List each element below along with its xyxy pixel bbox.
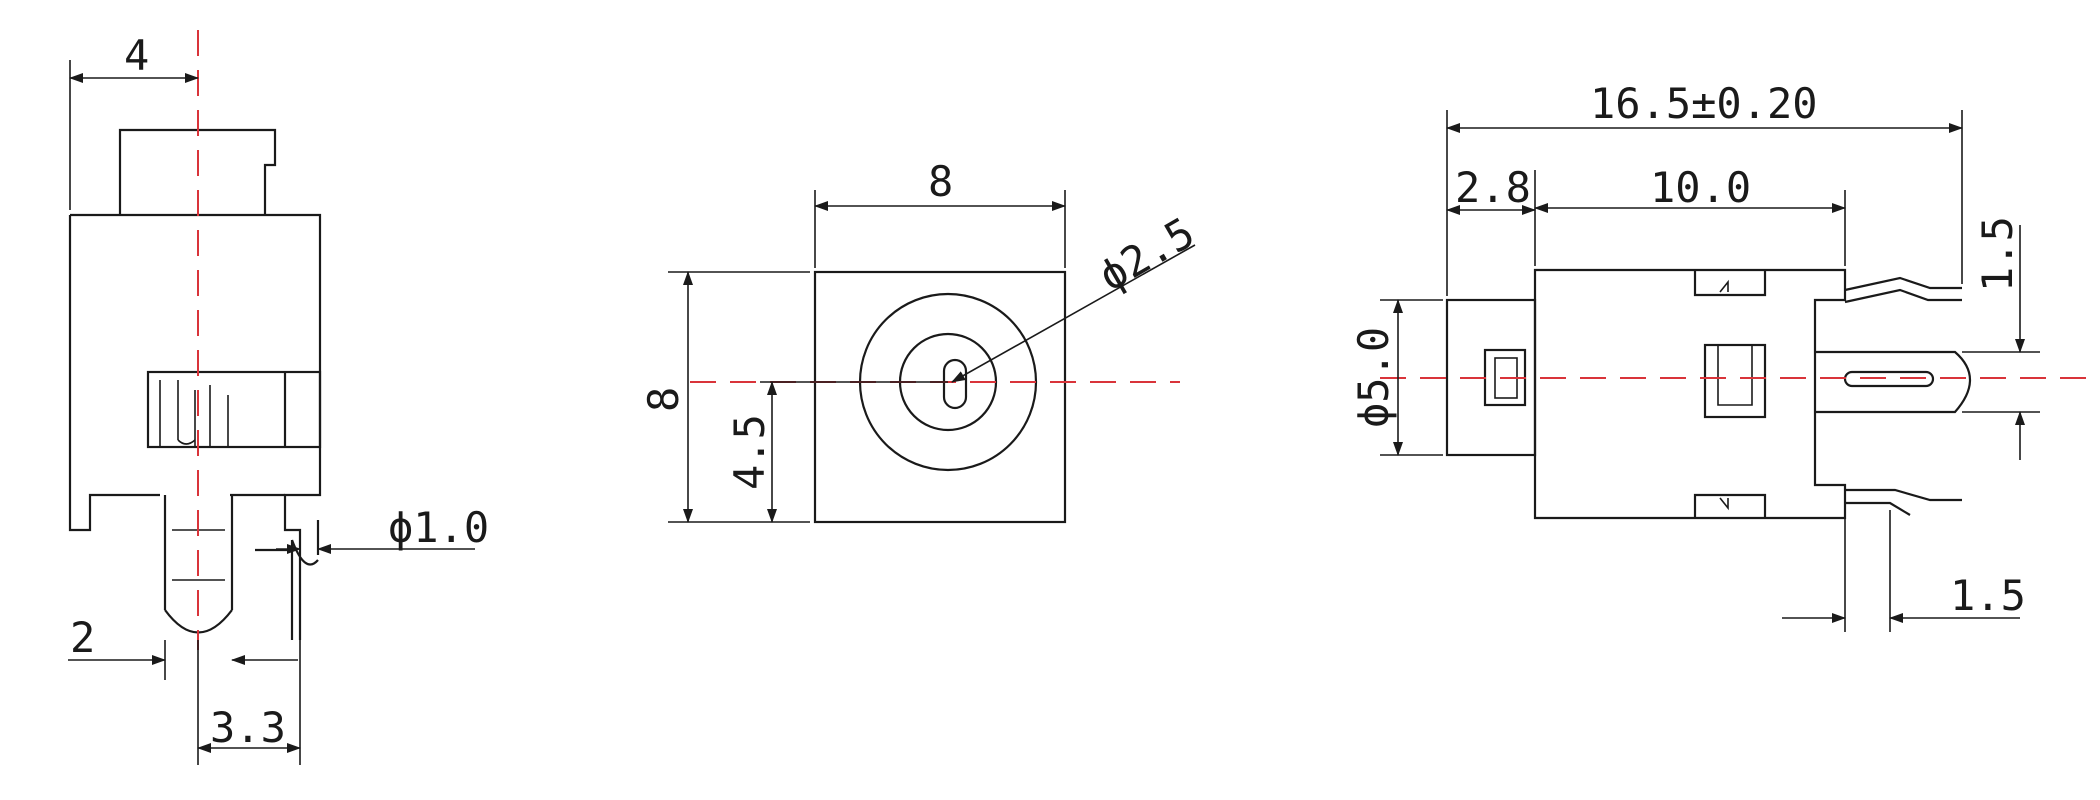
top-view-rear-pin	[1815, 350, 1971, 414]
top-view-upper-terminal	[1844, 276, 1962, 304]
dim-nose-diameter: ϕ5.0	[1349, 327, 1398, 428]
side-view-slot	[146, 370, 322, 449]
side-view-terminal	[290, 520, 320, 640]
dim-pin-offset: 2	[70, 613, 95, 662]
top-view-body	[1533, 268, 1847, 520]
dim-pin-spacing: 1.5	[1950, 571, 2026, 620]
side-view-body	[70, 213, 322, 555]
dim-overall-length: 16.5±0.20	[1590, 79, 1818, 128]
dim-pin-pitch: 3.3	[210, 703, 286, 752]
dim-pin-height: 1.5	[1973, 216, 2022, 292]
front-view-body	[813, 270, 1067, 524]
dim-front-height: 8	[639, 387, 688, 412]
dim-nose-length: 2.8	[1455, 163, 1531, 212]
dim-front-width: 8	[928, 157, 953, 206]
dim-front-center-height: 4.5	[725, 414, 774, 490]
top-view-lower-terminal	[1845, 488, 1962, 516]
dim-pin-diameter: ϕ1.0	[388, 503, 489, 552]
top-view: 16.5±0.20 2.8 10.0 ϕ5.0 1.5 1.5	[1349, 79, 2095, 632]
dim-body-length: 10.0	[1650, 163, 1751, 212]
dim-side-width: 4	[124, 31, 149, 80]
side-view-bottom-pin	[163, 495, 234, 610]
front-view-contact	[942, 358, 968, 410]
top-view-latch	[1703, 343, 1767, 419]
dim-hole-diameter: ϕ2.5	[1091, 208, 1203, 301]
side-view: 4 ϕ1.0 2 3.3	[68, 30, 489, 765]
front-view: 8 8 4.5 ϕ2.5	[639, 157, 1203, 524]
side-view-top-cap	[118, 128, 277, 215]
